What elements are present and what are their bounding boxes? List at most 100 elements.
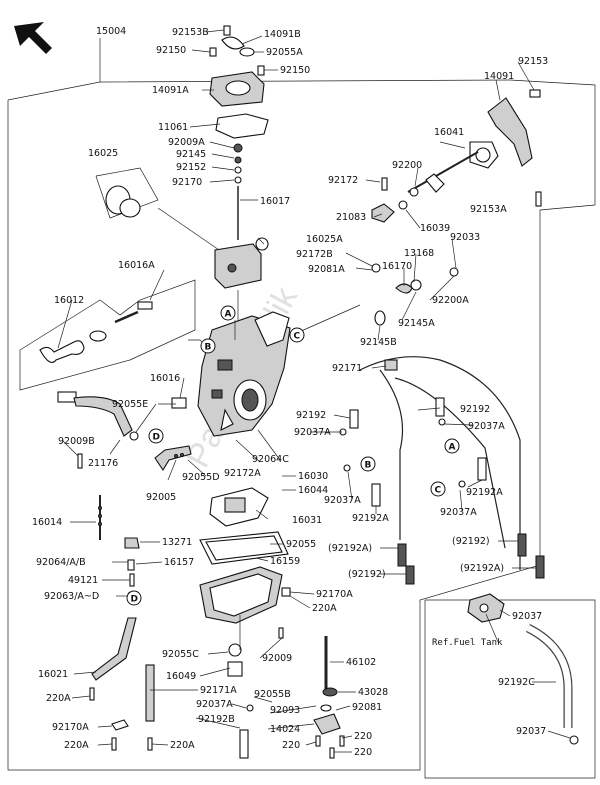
label-16159: 16159 xyxy=(270,556,300,567)
label-15004: 15004 xyxy=(96,26,126,37)
label-92192A-paren-2: (92192A) xyxy=(460,563,504,574)
label-92170A-b: 92170A xyxy=(52,722,89,733)
svg-text:A: A xyxy=(225,310,232,320)
label-220-b: 220 xyxy=(354,731,372,742)
label-92009A: 92009A xyxy=(168,137,205,148)
label-92037A-b: 92037A xyxy=(468,421,505,432)
label-92064C: 92064C xyxy=(252,454,289,465)
label-16039: 16039 xyxy=(420,223,450,234)
label-92081: 92081 xyxy=(352,702,382,713)
label-13168: 13168 xyxy=(404,248,434,259)
callout-b-1: B xyxy=(200,338,216,354)
label-92192-paren-2: (92192) xyxy=(452,536,490,547)
label-21083: 21083 xyxy=(336,212,366,223)
label-92055A: 92055A xyxy=(266,47,303,58)
upper-block-group xyxy=(214,237,269,330)
label-16157: 16157 xyxy=(164,557,194,568)
label-16044: 16044 xyxy=(298,485,328,496)
fuel-tank-box xyxy=(424,599,596,779)
label-92153A: 92153A xyxy=(470,204,507,215)
label-92150-left: 92150 xyxy=(156,45,186,56)
label-16030: 16030 xyxy=(298,471,328,482)
drain-hose-group xyxy=(89,617,155,751)
callout-d-2: D xyxy=(126,590,142,606)
label-92009: 92009 xyxy=(262,653,292,664)
label-92150-right: 92150 xyxy=(280,65,310,76)
label-11061: 11061 xyxy=(158,122,188,133)
label-14091A: 14091A xyxy=(152,85,189,96)
label-16025: 16025 xyxy=(88,148,118,159)
label-92192-paren-1: (92192) xyxy=(348,569,386,580)
label-92037A-c: 92037A xyxy=(324,495,361,506)
assembly-boundary xyxy=(7,79,596,771)
front-direction-arrow-icon xyxy=(14,22,52,54)
label-14091B: 14091B xyxy=(264,29,301,40)
label-92093: 92093 xyxy=(270,705,300,716)
svg-text:D: D xyxy=(131,595,138,605)
label-92055C: 92055C xyxy=(162,649,199,660)
svg-text:C: C xyxy=(294,332,301,342)
label-92170A-a: 92170A xyxy=(316,589,353,600)
label-92172A: 92172A xyxy=(224,468,261,479)
label-220A-b: 220A xyxy=(46,693,71,704)
label-92172: 92172 xyxy=(328,175,358,186)
label-16041: 16041 xyxy=(434,127,464,138)
label-92037A-e: 92037A xyxy=(196,699,233,710)
label-92200A: 92200A xyxy=(432,295,469,306)
label-92171A: 92171A xyxy=(200,685,237,696)
label-92152: 92152 xyxy=(176,162,206,173)
label-220-a: 220 xyxy=(282,740,300,751)
label-92172B: 92172B xyxy=(296,249,333,260)
label-16014: 16014 xyxy=(32,517,62,528)
fuel-tank-parts xyxy=(467,593,579,745)
callout-c-1: C xyxy=(289,327,305,343)
label-220-c: 220 xyxy=(354,747,372,758)
label-92037A-a: 92037A xyxy=(294,427,331,438)
svg-text:D: D xyxy=(153,433,160,443)
label-92055D: 92055D xyxy=(182,472,220,483)
label-92153: 92153 xyxy=(518,56,548,67)
label-92170: 92170 xyxy=(172,177,202,188)
carburetor-body xyxy=(197,311,291,437)
label-21176: 21176 xyxy=(88,458,118,469)
label-16025A: 16025A xyxy=(306,234,343,245)
callout-a-1: A xyxy=(220,305,236,321)
label-13271: 13271 xyxy=(162,537,192,548)
label-92145: 92145 xyxy=(176,149,206,160)
filter-group xyxy=(95,167,223,253)
jet-stack-group xyxy=(239,636,345,759)
label-92037-r1: 92037 xyxy=(512,611,542,622)
label-16049: 16049 xyxy=(166,671,196,682)
label-14091: 14091 xyxy=(484,71,514,82)
label-43028: 43028 xyxy=(358,687,388,698)
label-92081A: 92081A xyxy=(308,264,345,275)
label-16016: 16016 xyxy=(150,373,180,384)
label-16170: 16170 xyxy=(382,261,412,272)
label-16021: 16021 xyxy=(38,669,68,680)
throttle-bracket-group xyxy=(371,89,542,326)
label-16017: 16017 xyxy=(260,196,290,207)
label-49121: 49121 xyxy=(68,575,98,586)
label-92037A-d: 92037A xyxy=(440,507,477,518)
svg-text:B: B xyxy=(205,343,212,353)
sensor-group xyxy=(57,391,187,469)
label-92192B: 92192B xyxy=(198,714,235,725)
label-92055E: 92055E xyxy=(112,399,148,410)
label-92063-a-d: 92063/A~D xyxy=(44,591,99,602)
label-14024: 14024 xyxy=(270,724,300,735)
label-92145A: 92145A xyxy=(398,318,435,329)
label-92192A-b: 92192A xyxy=(466,487,503,498)
label-92200: 92200 xyxy=(392,160,422,171)
callout-c-2: C xyxy=(430,481,446,497)
label-92145B: 92145B xyxy=(360,337,397,348)
label-92033: 92033 xyxy=(450,232,480,243)
label-92009B: 92009B xyxy=(58,436,95,447)
svg-text:B: B xyxy=(365,461,372,471)
label-92005: 92005 xyxy=(146,492,176,503)
svg-text:C: C xyxy=(435,486,442,496)
svg-text:A: A xyxy=(449,443,456,453)
vent-hoses xyxy=(339,356,545,585)
float-bowl xyxy=(199,566,291,677)
label-46102: 46102 xyxy=(346,657,376,668)
label-92171: 92171 xyxy=(332,363,362,374)
